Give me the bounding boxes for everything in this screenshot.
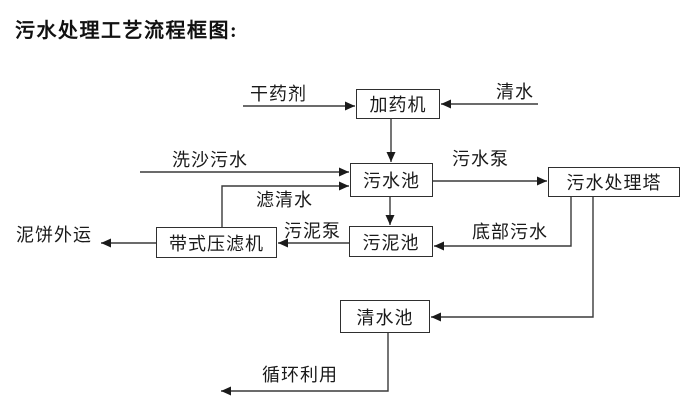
edge-label-recycle: 循环利用 xyxy=(262,365,338,385)
edge-clean-water-pool-to-recycle xyxy=(221,333,389,396)
edge-tower-bottom-sewage-to-sludge-pool xyxy=(434,197,572,251)
edge-label-sand-washing-sewage: 洗沙污水 xyxy=(172,150,248,170)
node-clean-water-pool: 清水池 xyxy=(340,300,430,333)
edge-label-sewage-pump: 污水泵 xyxy=(452,149,509,169)
node-sewage-pool-label: 污水池 xyxy=(363,171,420,191)
edge-filtered-water-to-sewage-pool xyxy=(221,181,349,227)
node-clean-water-pool-label: 清水池 xyxy=(356,307,414,328)
edge-label-dry-chemical: 干药剂 xyxy=(250,84,307,104)
node-treatment-tower: 污水处理塔 xyxy=(548,167,680,197)
edge-label-bottom-sewage: 底部污水 xyxy=(472,222,548,242)
edge-label-clean-water-in: 清水 xyxy=(496,82,534,102)
edge-label-sludge-pump: 污泥泵 xyxy=(284,221,341,241)
edge-label-filtered-water: 滤清水 xyxy=(256,190,313,210)
node-sludge-pool-label: 污泥池 xyxy=(362,232,420,253)
node-belt-filter-press-label: 带式压滤机 xyxy=(169,233,264,254)
edge-label-mud-cake-out: 泥饼外运 xyxy=(16,225,92,245)
node-sludge-pool: 污泥池 xyxy=(349,226,433,257)
node-dosing-machine: 加药机 xyxy=(356,89,440,119)
node-sewage-pool: 污水池 xyxy=(350,163,433,197)
node-dosing-machine-label: 加药机 xyxy=(369,95,427,115)
node-belt-filter-press: 带式压滤机 xyxy=(156,227,277,258)
diagram-title: 污水处理工艺流程框图: xyxy=(15,20,239,42)
edge-tower-to-clean-water-pool xyxy=(431,197,594,322)
node-treatment-tower-label: 污水处理塔 xyxy=(566,173,662,193)
